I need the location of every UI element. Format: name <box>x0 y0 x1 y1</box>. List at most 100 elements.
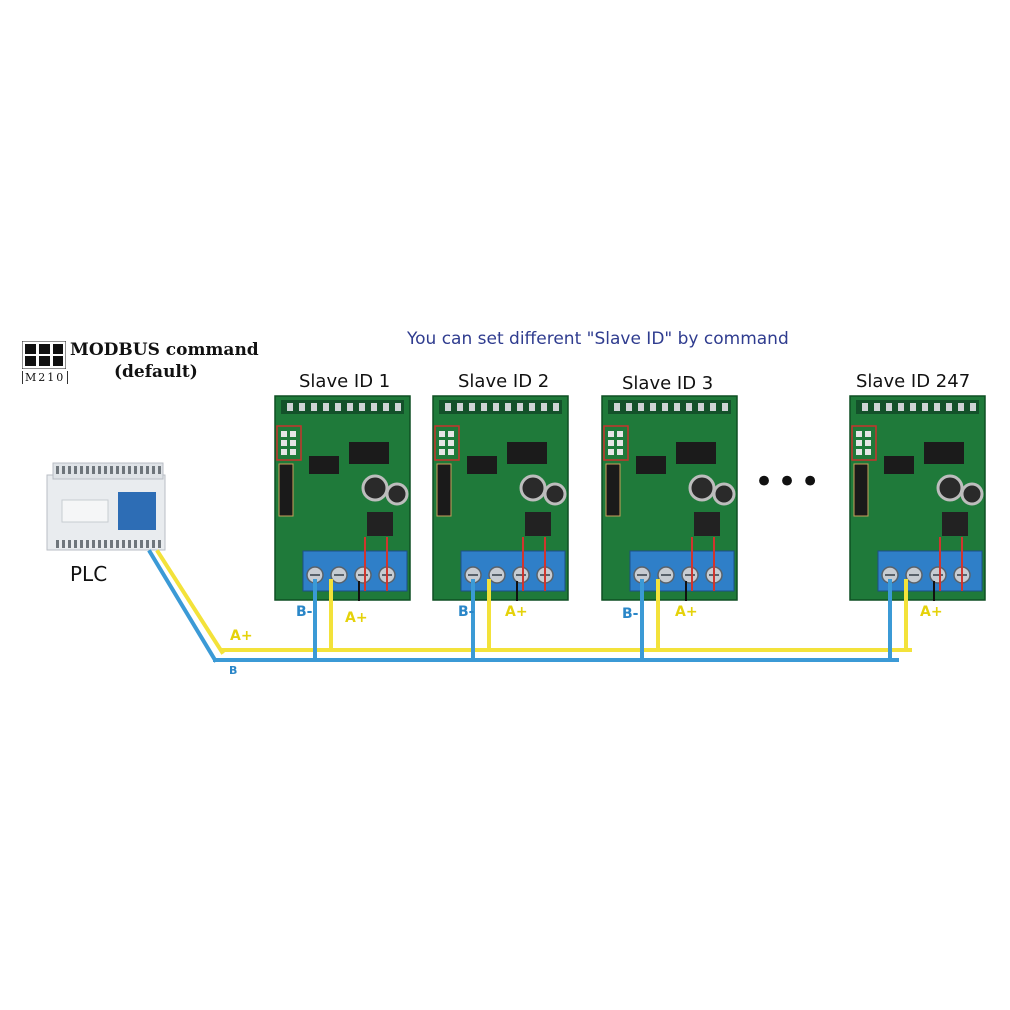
jumper-pin <box>865 431 871 437</box>
header-pin <box>874 403 880 411</box>
regulator <box>942 512 968 536</box>
header-pin <box>686 403 692 411</box>
header-pin <box>529 403 535 411</box>
jumper-pin <box>856 440 862 446</box>
chip <box>676 442 716 464</box>
jumper-pin <box>617 431 623 437</box>
slave-title-3: Slave ID 3 <box>622 373 714 394</box>
plc-terminal-pin <box>152 540 155 548</box>
chip <box>507 442 547 464</box>
jumper-pin <box>290 449 296 455</box>
jumper-pin <box>856 431 862 437</box>
jumper-pin <box>856 449 862 455</box>
header-pin <box>934 403 940 411</box>
plc-terminal-pin <box>146 540 149 548</box>
jumper-pin <box>608 449 614 455</box>
header-pin <box>287 403 293 411</box>
plc-terminal-pin <box>158 466 161 474</box>
bus-b-label: B <box>229 664 238 677</box>
header-pin <box>638 403 644 411</box>
jumper-pin <box>281 449 287 455</box>
header-pin <box>862 403 868 411</box>
header-pin <box>395 403 401 411</box>
header-pin <box>493 403 499 411</box>
jumper-pin <box>617 449 623 455</box>
plc-terminal-pin <box>122 540 125 548</box>
plc-terminal-pin <box>128 466 131 474</box>
regulator <box>694 512 720 536</box>
more-modules-ellipsis: ••• <box>754 462 824 502</box>
plc-terminal-pin <box>104 540 107 548</box>
header-pin <box>722 403 728 411</box>
header-pin <box>662 403 668 411</box>
capacitor <box>960 482 984 506</box>
header-pin <box>505 403 511 411</box>
header-pin <box>457 403 463 411</box>
module-3-b-label: B- <box>622 606 639 622</box>
plc-terminal-pin <box>62 540 65 548</box>
header-pin <box>970 403 976 411</box>
header-pin <box>710 403 716 411</box>
slave-module-3 <box>601 395 738 601</box>
header-pin <box>311 403 317 411</box>
header-pin <box>323 403 329 411</box>
plc-a-wire <box>155 549 225 655</box>
id-jumper-box <box>434 425 460 461</box>
regulator <box>367 512 393 536</box>
jumper-pin <box>865 440 871 446</box>
slave-module-247 <box>849 395 986 601</box>
slave-title-247: Slave ID 247 <box>856 371 971 392</box>
plc-terminal-pin <box>158 540 161 548</box>
plc-terminal-pin <box>104 466 107 474</box>
jumper-pin <box>439 431 445 437</box>
module-3-a-label: A+ <box>675 604 698 620</box>
header-pin <box>347 403 353 411</box>
chip <box>884 456 914 474</box>
capacitor <box>519 474 547 502</box>
chip <box>636 456 666 474</box>
id-jumper-box <box>276 425 302 461</box>
header-pin <box>445 403 451 411</box>
plc-terminal-pin <box>122 466 125 474</box>
jumper-pin <box>281 440 287 446</box>
header-pin <box>898 403 904 411</box>
module-2-a-label: A+ <box>505 604 528 620</box>
plc-terminal-pin <box>116 540 119 548</box>
uart-header <box>436 463 452 517</box>
slave-module-2 <box>432 395 569 601</box>
jumper-pin <box>439 449 445 455</box>
plc-b-wire <box>147 549 218 663</box>
plc-terminal-pin <box>74 540 77 548</box>
header-pin <box>299 403 305 411</box>
bus-a-label: A+ <box>230 628 253 644</box>
capacitor <box>361 474 389 502</box>
dip-label: M210 <box>22 371 69 384</box>
module-247-a-label: A+ <box>920 604 943 620</box>
header-pin <box>469 403 475 411</box>
uart-header <box>278 463 294 517</box>
regulator <box>525 512 551 536</box>
uart-header <box>853 463 869 517</box>
module-1-a-label: A+ <box>345 610 368 626</box>
plc-terminal-pin <box>140 466 143 474</box>
plc-label-plate <box>61 499 109 523</box>
jumper-pin <box>448 449 454 455</box>
slave-title-2: Slave ID 2 <box>458 371 550 392</box>
header-pin <box>541 403 547 411</box>
header-pin <box>371 403 377 411</box>
plc-terminal-pin <box>146 466 149 474</box>
plc-device-icon <box>46 462 166 551</box>
jumper-pin <box>865 449 871 455</box>
chip <box>924 442 964 464</box>
plc-terminal-pin <box>152 466 155 474</box>
header-pin <box>553 403 559 411</box>
chip <box>349 442 389 464</box>
id-jumper-box <box>851 425 877 461</box>
header-pin <box>650 403 656 411</box>
jumper-pin <box>608 440 614 446</box>
plc-terminal-pin <box>116 466 119 474</box>
header-pin <box>674 403 680 411</box>
plc-terminal-pin <box>74 466 77 474</box>
slave-module-1 <box>274 395 411 601</box>
